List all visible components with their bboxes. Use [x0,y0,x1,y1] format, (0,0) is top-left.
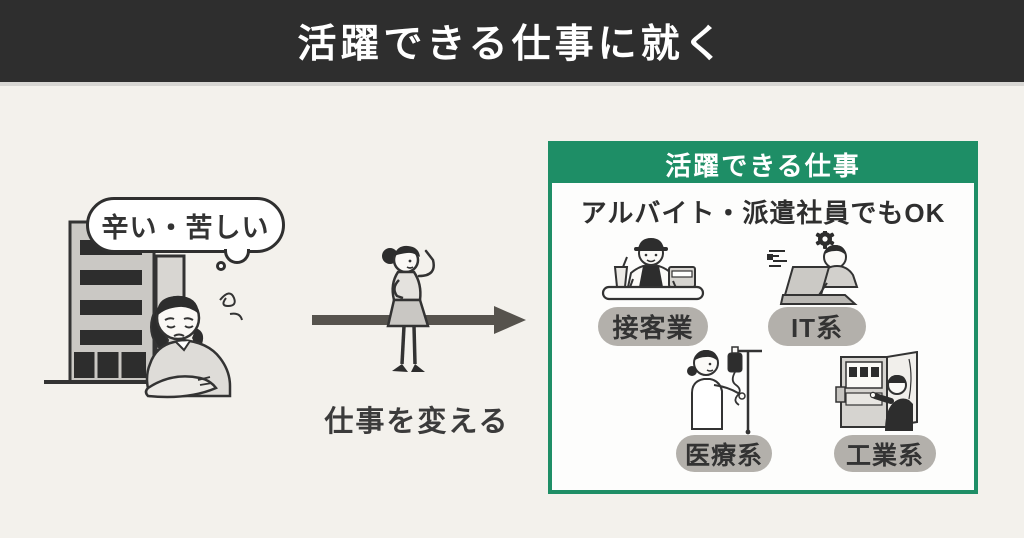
job-category-customer-service: 接客業 [588,233,718,346]
job-category-it: IT系 [757,231,877,346]
job-category-label: 工業系 [834,435,936,472]
job-category-label: 接客業 [598,307,708,346]
nurse-illustration [687,346,762,435]
programmer-illustration [767,231,859,305]
header-bar: 活躍できる仕事に就く [0,0,1024,86]
jobs-panel: 活躍できる仕事 アルバイト・派遣社員でもOK 接客業 [548,141,978,494]
job-changer-illustration [382,245,435,372]
cashier-illustration [601,238,705,301]
thought-bubble-tail [224,249,250,264]
jobs-panel-title: 活躍できる仕事 [552,145,974,183]
thought-bubble-dot [216,261,226,271]
jobs-panel-subtitle: アルバイト・派遣社員でもOK [580,198,946,228]
thought-bubble-text: 辛い・苦しい [101,212,270,243]
technician-illustration [835,351,918,431]
job-category-medical: 医療系 [664,343,784,472]
job-category-label: IT系 [768,307,866,346]
thought-bubble: 辛い・苦しい [86,197,285,253]
page-title: 活躍できる仕事に就く [297,23,727,66]
job-category-industrial: 工業系 [824,351,946,472]
job-category-label: 医療系 [676,435,772,472]
stressed-worker-illustration [144,292,243,399]
arrow-caption: 仕事を変える [324,406,510,438]
